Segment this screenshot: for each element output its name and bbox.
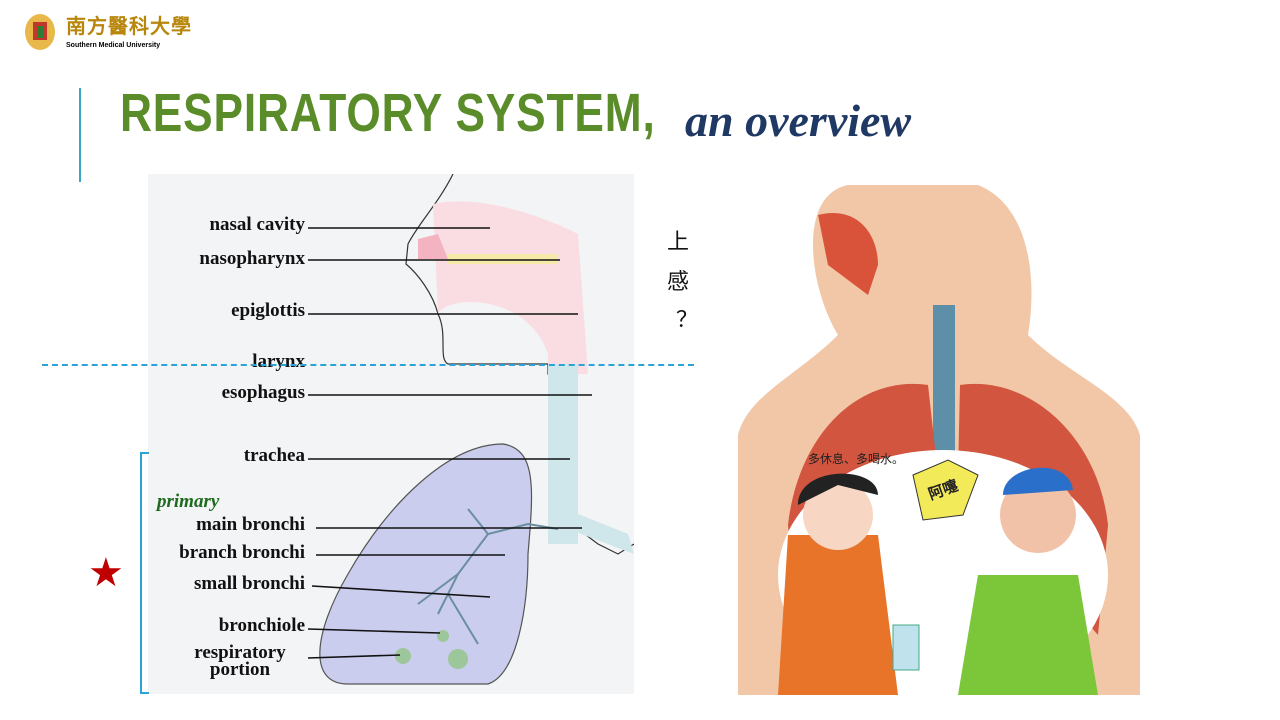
accent-bar <box>79 88 81 182</box>
logo-name-en: Southern Medical University <box>66 42 161 49</box>
label-esophagus: esophagus <box>221 382 305 403</box>
label-larynx: larynx <box>252 351 305 372</box>
torso-drawing <box>738 185 1140 700</box>
cold-illustration: 多休息、多喝水。 阿嚏 <box>738 175 1140 700</box>
label-trachea: trachea <box>243 445 305 466</box>
lower-tract-bracket <box>140 452 149 694</box>
speech-text: 多休息、多喝水。 <box>808 452 905 466</box>
label-bronchiole: bronchiole <box>218 615 305 636</box>
label-nasopharynx: nasopharynx <box>199 248 305 269</box>
anatomy-drawing <box>319 173 635 685</box>
annotation-char-1: 上 <box>667 230 690 255</box>
label-main-bronchi: main bronchi <box>196 514 305 535</box>
slide-title: RESPIRATORY SYSTEM, an overview <box>120 82 911 146</box>
divider-dashed-line <box>42 364 694 366</box>
university-logo <box>22 10 58 52</box>
title-main: RESPIRATORY SYSTEM, <box>120 83 656 143</box>
label-branch-bronchi: branch bronchi <box>179 542 305 563</box>
label-primary: primary <box>157 491 220 512</box>
star-icon: ★ <box>88 551 124 595</box>
annotation-char-3: ？ <box>676 308 699 333</box>
leader-lines <box>307 227 592 659</box>
title-sub: an overview <box>685 95 912 146</box>
annotation-char-2: 感 <box>667 270 690 295</box>
logo-name-cn: 南方醫科大學 <box>66 14 192 38</box>
label-respiratory-portion: respiratory portion <box>194 642 286 680</box>
crest-icon <box>25 14 55 50</box>
label-nasal-cavity: nasal cavity <box>209 214 305 235</box>
label-small-bronchi: small bronchi <box>193 573 305 594</box>
label-epiglottis: epiglottis <box>231 300 305 321</box>
